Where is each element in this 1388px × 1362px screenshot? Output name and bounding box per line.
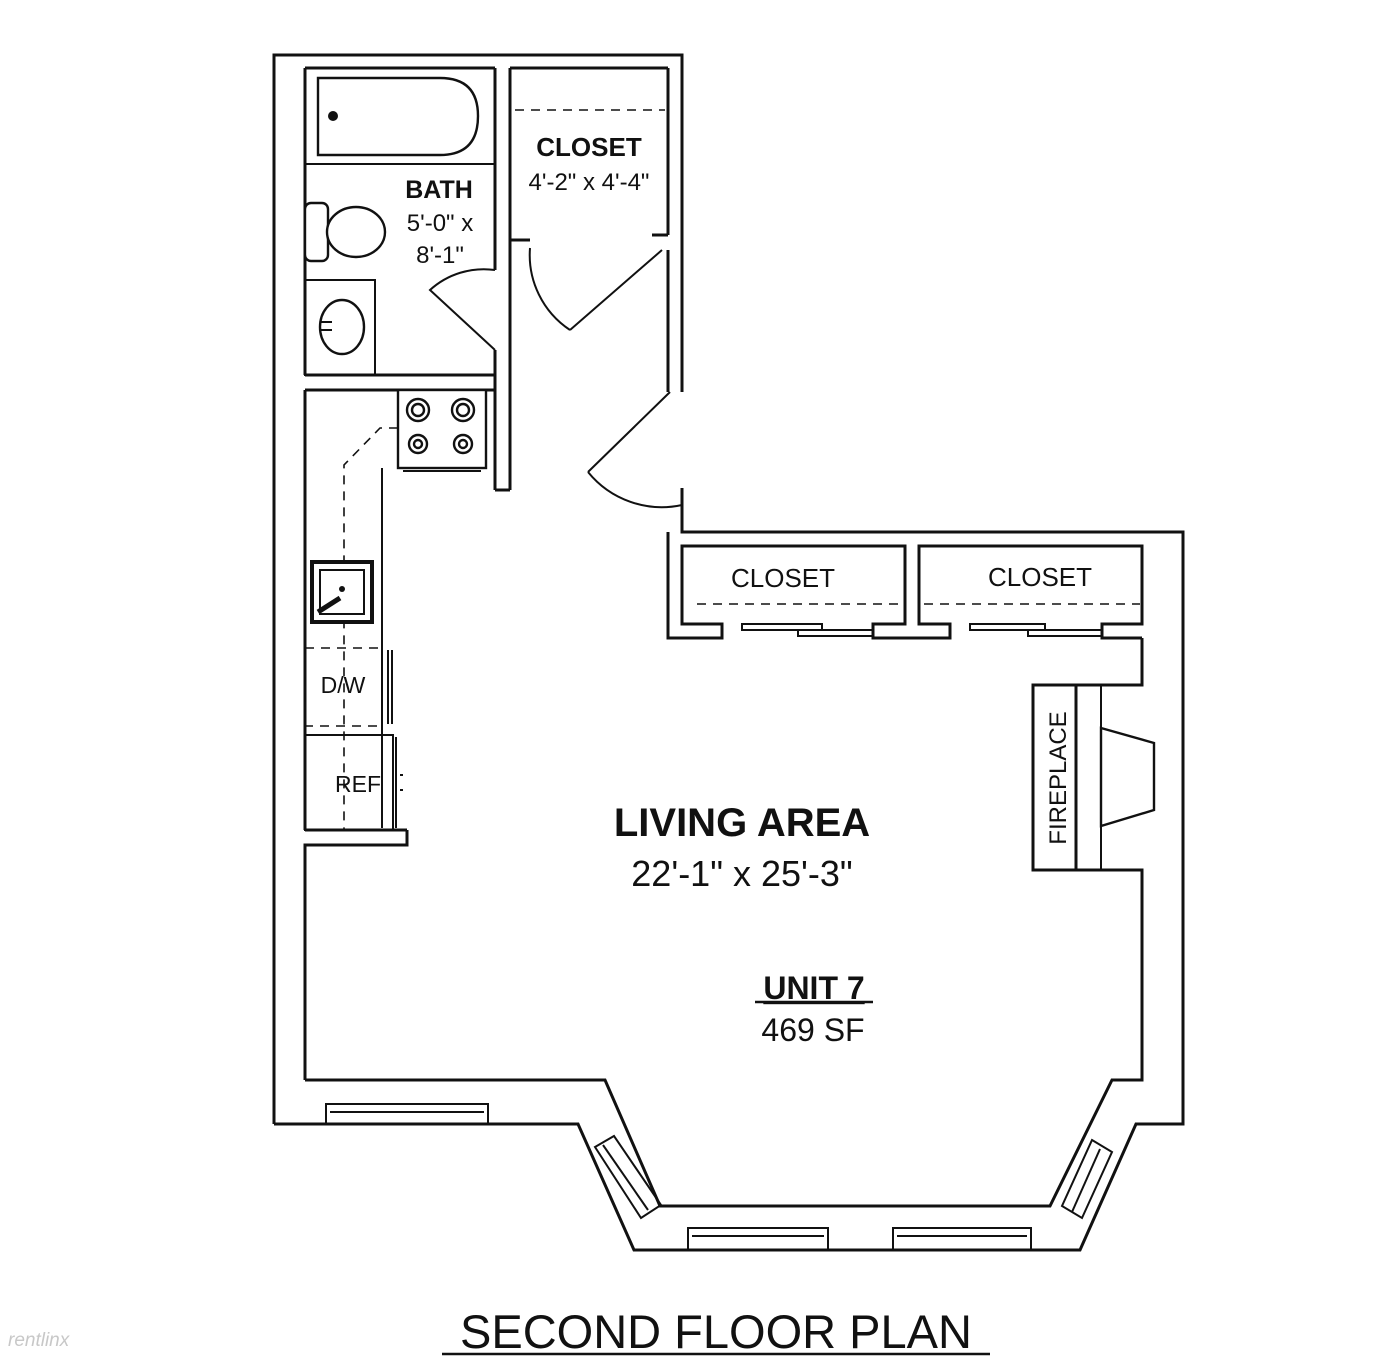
closet-left-label: CLOSET [731,563,835,593]
kitchen-sink-icon [310,560,374,624]
bath-door-swing [428,268,496,351]
kitchen-counter [343,427,398,830]
unit-label: UNIT 7 [763,970,864,1006]
closet-main-label: CLOSET [536,132,642,162]
entry-door-swing [587,391,683,509]
refrigerator-label: REF [335,771,381,797]
sink-icon [304,279,376,376]
plan-title: SECOND FLOOR PLAN [460,1305,972,1358]
toilet-icon [303,201,387,263]
fireplace-label: FIREPLACE [1045,711,1072,844]
closet-left-outline [666,532,1144,640]
closet-main-dims: 4'-2" x 4'-4" [529,169,650,196]
bath-label: BATH [405,176,473,204]
bathtub-icon [316,76,480,157]
closet-right-label: CLOSET [988,562,1092,592]
bath-dims-line2: 8'-1" [416,242,464,269]
stove-icon [396,388,488,472]
living-area-label: LIVING AREA [614,801,870,845]
bath-dims-line1: 5'-0" x [407,210,473,237]
refrigerator-icon [304,734,403,831]
dishwasher-label: D/W [321,672,366,698]
dishwasher-icon [304,647,393,727]
unit-area: 469 SF [761,1012,864,1048]
closet-door-swing [528,247,663,331]
fireplace-icon [1074,685,1156,870]
exterior-walls [272,53,1185,1252]
windows [325,1103,1114,1251]
living-area-dims: 22'-1" x 25'-3" [631,853,852,894]
watermark: rentlinx [8,1330,71,1351]
